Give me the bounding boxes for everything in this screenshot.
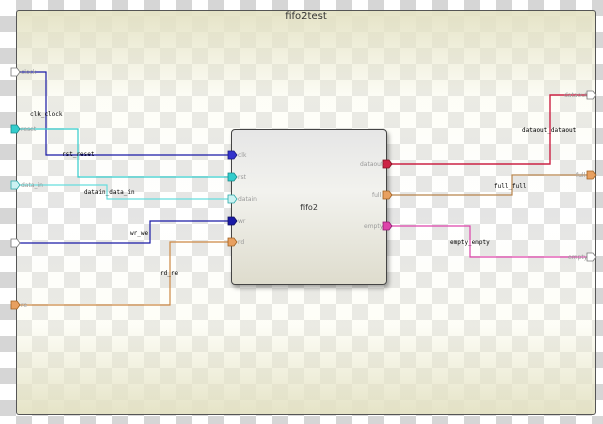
diagram-title: fifo2test xyxy=(285,11,327,22)
pin-full-connector[interactable] xyxy=(382,190,393,200)
port-we-connector[interactable] xyxy=(10,238,21,248)
port-clock-connector[interactable] xyxy=(10,67,21,77)
port-label-dataout: dataout xyxy=(564,92,588,99)
net-wire-empty[interactable] xyxy=(391,225,587,258)
port-dataout-connector[interactable] xyxy=(586,90,597,100)
pin-dataout-connector[interactable] xyxy=(382,159,393,169)
pin-rd-connector[interactable] xyxy=(227,237,238,247)
pin-empty-connector[interactable] xyxy=(382,221,393,231)
net-wire-wr-we[interactable] xyxy=(19,220,229,244)
port-full-connector[interactable] xyxy=(586,170,597,180)
fifo2-block[interactable] xyxy=(231,129,387,285)
pin-label-datain: datain xyxy=(238,196,257,203)
net-wire-full[interactable] xyxy=(391,174,587,196)
net-label-full: full_full xyxy=(494,183,527,190)
port-label-re: re xyxy=(21,302,28,309)
port-label-empty: empty xyxy=(568,254,588,261)
net-wire-rst-reset[interactable] xyxy=(19,128,229,178)
net-label-empty: empty_empty xyxy=(450,239,490,246)
net-wire-dataout[interactable] xyxy=(391,94,587,165)
net-label-rd-re: rd_re xyxy=(160,270,179,277)
pin-label-empty: empty xyxy=(364,223,384,230)
pin-datain-connector[interactable] xyxy=(227,194,238,204)
net-label-wr-we: wr_we xyxy=(130,230,149,237)
pin-label-rd: rd xyxy=(238,239,245,246)
port-empty-connector[interactable] xyxy=(586,252,597,262)
pin-rst-connector[interactable] xyxy=(227,172,238,182)
pin-label-wr: wr xyxy=(238,218,246,225)
net-wire-datain-data-in[interactable] xyxy=(19,184,229,200)
port-label-data-in: data_in xyxy=(21,182,43,189)
net-wire-clk-clock[interactable] xyxy=(19,71,229,156)
port-data-in-connector[interactable] xyxy=(10,180,21,190)
port-label-clock: clock xyxy=(21,69,37,76)
pin-label-clk: clk xyxy=(238,152,247,159)
net-label-clk-clock: clk_clock xyxy=(30,111,63,118)
port-label-full: full xyxy=(576,172,586,179)
block-name: fifo2 xyxy=(300,203,318,212)
net-wire-rd-re[interactable] xyxy=(19,241,229,306)
port-re-connector[interactable] xyxy=(10,300,21,310)
port-reset-connector[interactable] xyxy=(10,124,21,134)
pin-wr-connector[interactable] xyxy=(227,216,238,226)
pin-label-dataout: dataout xyxy=(360,161,384,168)
net-label-datain-data-in: datain_data_in xyxy=(84,189,135,196)
pin-clk-connector[interactable] xyxy=(227,150,238,160)
pin-label-full: full xyxy=(372,192,382,199)
net-label-rst-reset: rst_reset xyxy=(62,151,95,158)
port-label-reset: reset xyxy=(21,126,37,133)
pin-label-rst: rst xyxy=(238,174,246,181)
net-label-dataout: dataout_dataout xyxy=(522,127,577,134)
